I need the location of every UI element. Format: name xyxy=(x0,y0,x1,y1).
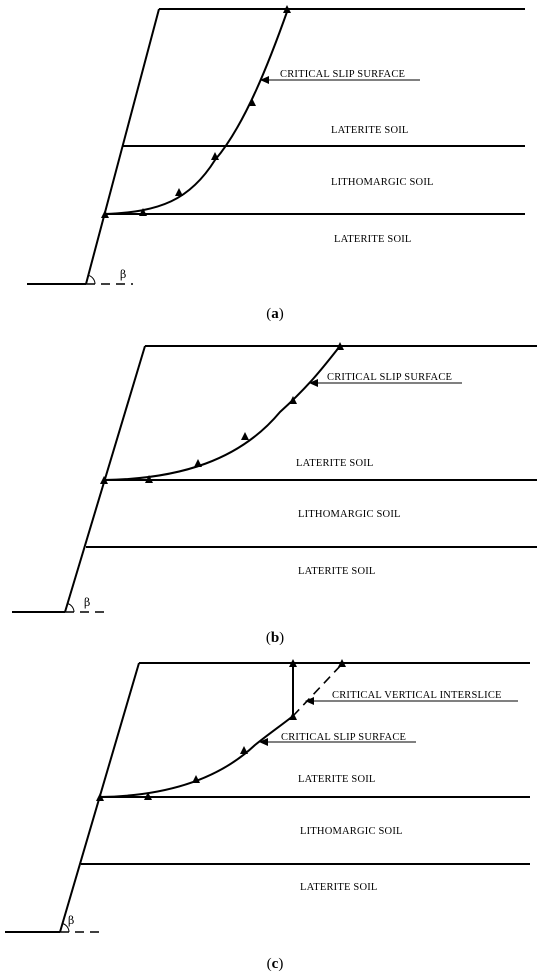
panel-c-extended-slip-surface xyxy=(292,662,344,717)
panel-c-critical-slip-surface xyxy=(99,715,294,798)
panel-a-slip-marker xyxy=(175,188,183,196)
panel-b: β CRITICAL SLIP SURFACE LATERITE SOIL LI… xyxy=(12,342,537,646)
panel-c-interslice-marker xyxy=(289,659,297,667)
panel-b-leader-arrowhead xyxy=(309,379,318,387)
panel-a-leader-arrowhead xyxy=(260,76,269,84)
panel-a-label-laterite-bottom: LATERITE SOIL xyxy=(334,234,412,245)
panel-b-label-laterite-top: LATERITE SOIL xyxy=(296,458,374,469)
panel-c-interslice-marker xyxy=(338,659,346,667)
panel-b-slip-marker xyxy=(100,476,108,484)
panel-b-label-laterite-bottom: LATERITE SOIL xyxy=(298,566,376,577)
panel-c-label-vertical-interslice: CRITICAL VERTICAL INTERSLICE xyxy=(332,690,502,701)
panel-c-label-laterite-bottom: LATERITE SOIL xyxy=(300,882,378,893)
panel-b-caption: (b) xyxy=(266,630,284,646)
panel-b-slip-marker xyxy=(145,475,153,483)
panel-b-slip-marker xyxy=(194,459,202,467)
panel-a-label-laterite-top: LATERITE SOIL xyxy=(331,125,409,136)
panel-b-slip-marker xyxy=(289,396,297,404)
panel-c-slip-marker xyxy=(289,712,297,720)
panel-b-label-lithomargic: LITHOMARGIC SOIL xyxy=(298,509,401,520)
panel-c-label-laterite-top: LATERITE SOIL xyxy=(298,774,376,785)
panel-a-label-slip-surface: CRITICAL SLIP SURFACE xyxy=(280,69,405,80)
panel-a-slip-marker xyxy=(248,98,256,106)
panel-c-interslice-leader-arrowhead xyxy=(305,697,314,705)
panel-a-caption: (a) xyxy=(266,306,284,322)
panel-b-slip-marker xyxy=(336,342,344,350)
panel-c-slip-marker xyxy=(240,746,248,754)
panel-c-label-lithomargic: LITHOMARGIC SOIL xyxy=(300,826,403,837)
panel-b-angle-arc xyxy=(67,603,75,613)
panel-c-slip-marker xyxy=(144,792,152,800)
panel-a-beta-symbol: β xyxy=(120,268,126,281)
panel-c-slip-marker xyxy=(192,775,200,783)
panel-b-beta-symbol: β xyxy=(84,596,90,609)
panel-c-slip-marker xyxy=(96,793,104,801)
panel-a-slip-marker xyxy=(211,152,219,160)
panel-c: β CRITICAL VERTICAL INTERSLICE CRITICAL … xyxy=(5,659,530,972)
panel-a-label-lithomargic: LITHOMARGIC SOIL xyxy=(331,177,434,188)
panel-b-critical-slip-surface xyxy=(103,345,341,481)
panel-a: β CRITICAL SLIP SURFACE LATERITE SOIL LI… xyxy=(27,5,525,322)
panel-c-angle-arc xyxy=(62,923,70,933)
panel-c-leader-arrowhead xyxy=(259,738,268,746)
panel-a-slip-marker xyxy=(101,210,109,218)
panel-b-slip-marker xyxy=(241,432,249,440)
panel-b-label-slip-surface: CRITICAL SLIP SURFACE xyxy=(327,372,452,383)
panel-a-slip-marker xyxy=(139,208,147,216)
panel-c-beta-symbol: β xyxy=(68,914,74,927)
panel-a-slip-marker xyxy=(283,5,291,13)
panel-a-angle-arc xyxy=(88,274,96,285)
panel-c-label-slip-surface: CRITICAL SLIP SURFACE xyxy=(281,732,406,743)
panel-c-caption: (c) xyxy=(267,956,284,972)
panel-a-slope-face xyxy=(85,8,160,285)
